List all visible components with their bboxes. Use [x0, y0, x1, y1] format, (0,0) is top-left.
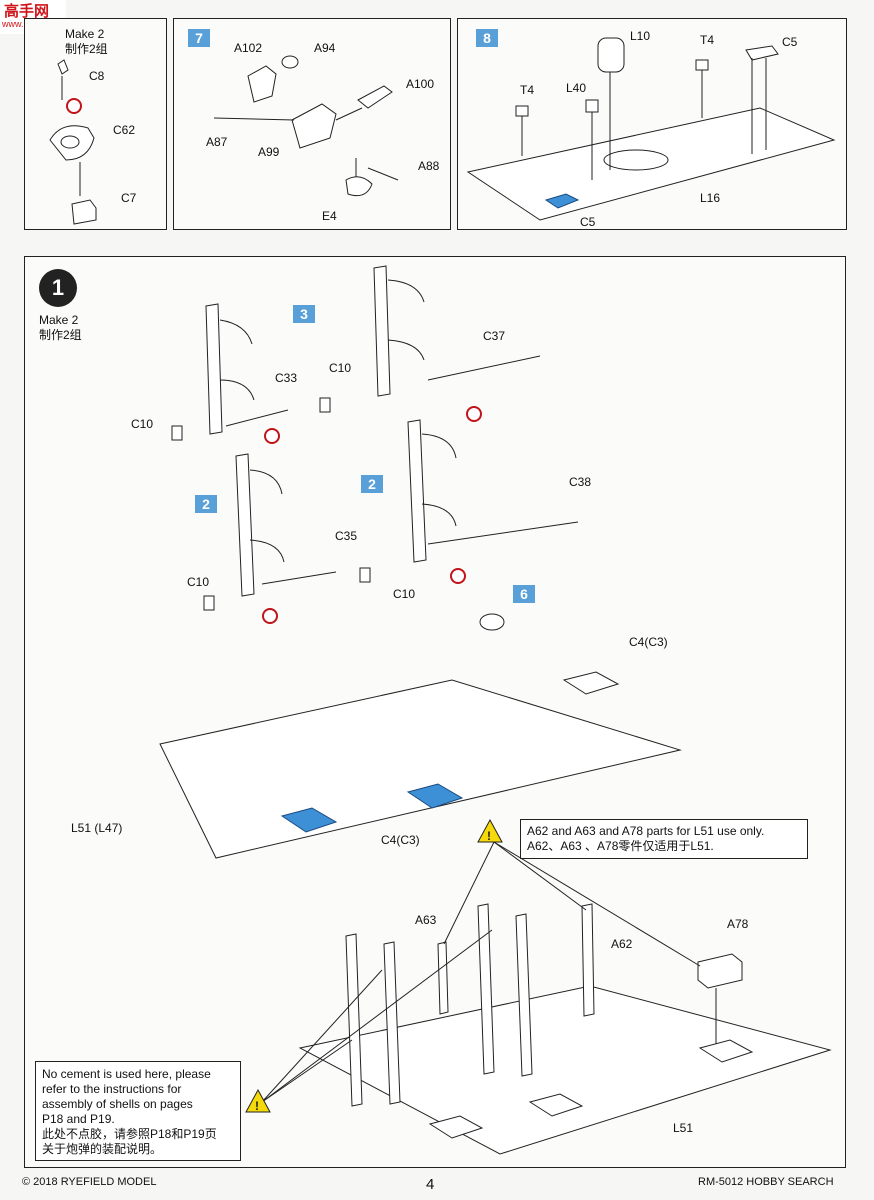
panel-step-7: 7 A102 A94 A100 A87 A99 A88 E4 — [173, 18, 451, 230]
part-label-l16: L16 — [700, 191, 721, 205]
part-label-c10-d: C10 — [393, 587, 416, 601]
part-label-a87: A87 — [206, 135, 228, 149]
svg-text:!: ! — [487, 829, 491, 843]
part-label-c35: C35 — [335, 529, 358, 543]
part-label-a63: A63 — [415, 913, 437, 927]
step-badge-8: 8 — [476, 29, 498, 47]
step-badge-2b: 2 — [361, 475, 383, 493]
part-label-c7: C7 — [121, 191, 137, 205]
footer-code: RM-5012 HOBBY SEARCH — [698, 1176, 834, 1188]
page-number: 4 — [426, 1176, 435, 1193]
part-label-a78: A78 — [727, 917, 749, 931]
part-label-c5: C5 — [782, 35, 798, 49]
step-badge-3: 3 — [293, 305, 315, 323]
note-box: No cement is used here, please refer to … — [35, 1061, 241, 1161]
part-label-c10-c: C10 — [187, 575, 210, 589]
part-label-c5-2: C5 — [580, 215, 596, 229]
part-label-c4-c3-a: C4(C3) — [629, 635, 668, 649]
part-label-c8: C8 — [89, 69, 105, 83]
part-label-l51-l47: L51 (L47) — [71, 821, 123, 835]
part-label-a62: A62 — [611, 937, 633, 951]
step-badge-6: 6 — [513, 585, 535, 603]
part-label-c10-b: C10 — [131, 417, 154, 431]
part-label-a94: A94 — [314, 41, 336, 55]
footer-copyright: © 2018 RYEFIELD MODEL — [22, 1176, 157, 1188]
part-label-l40: L40 — [566, 81, 587, 95]
part-label-c10-a: C10 — [329, 361, 352, 375]
part-label-a102: A102 — [234, 41, 263, 55]
part-label-c4-c3-b: C4(C3) — [381, 833, 420, 847]
step-number-1: 1 — [39, 269, 77, 307]
step-badge-2: 2 — [195, 495, 217, 513]
part-label-c37: C37 — [483, 329, 506, 343]
part-label-l10: L10 — [630, 29, 651, 43]
part-label-e4: E4 — [322, 209, 337, 223]
part-label-a88: A88 — [418, 159, 440, 173]
part-label-t4: T4 — [700, 33, 715, 47]
part-label-c38: C38 — [569, 475, 592, 489]
step-badge-7: 7 — [188, 29, 210, 47]
part-label-a99: A99 — [258, 145, 280, 159]
part-label-c62: C62 — [113, 123, 136, 137]
part-label-t4-2: T4 — [520, 83, 535, 97]
part-label-c33: C33 — [275, 371, 298, 385]
part-label-l51: L51 — [673, 1121, 694, 1135]
watermark-title: 高手网 — [4, 3, 50, 20]
part-label-a100: A100 — [406, 77, 435, 91]
warning-box: A62 and A63 and A78 parts for L51 use on… — [520, 819, 808, 859]
svg-text:!: ! — [255, 1099, 259, 1113]
